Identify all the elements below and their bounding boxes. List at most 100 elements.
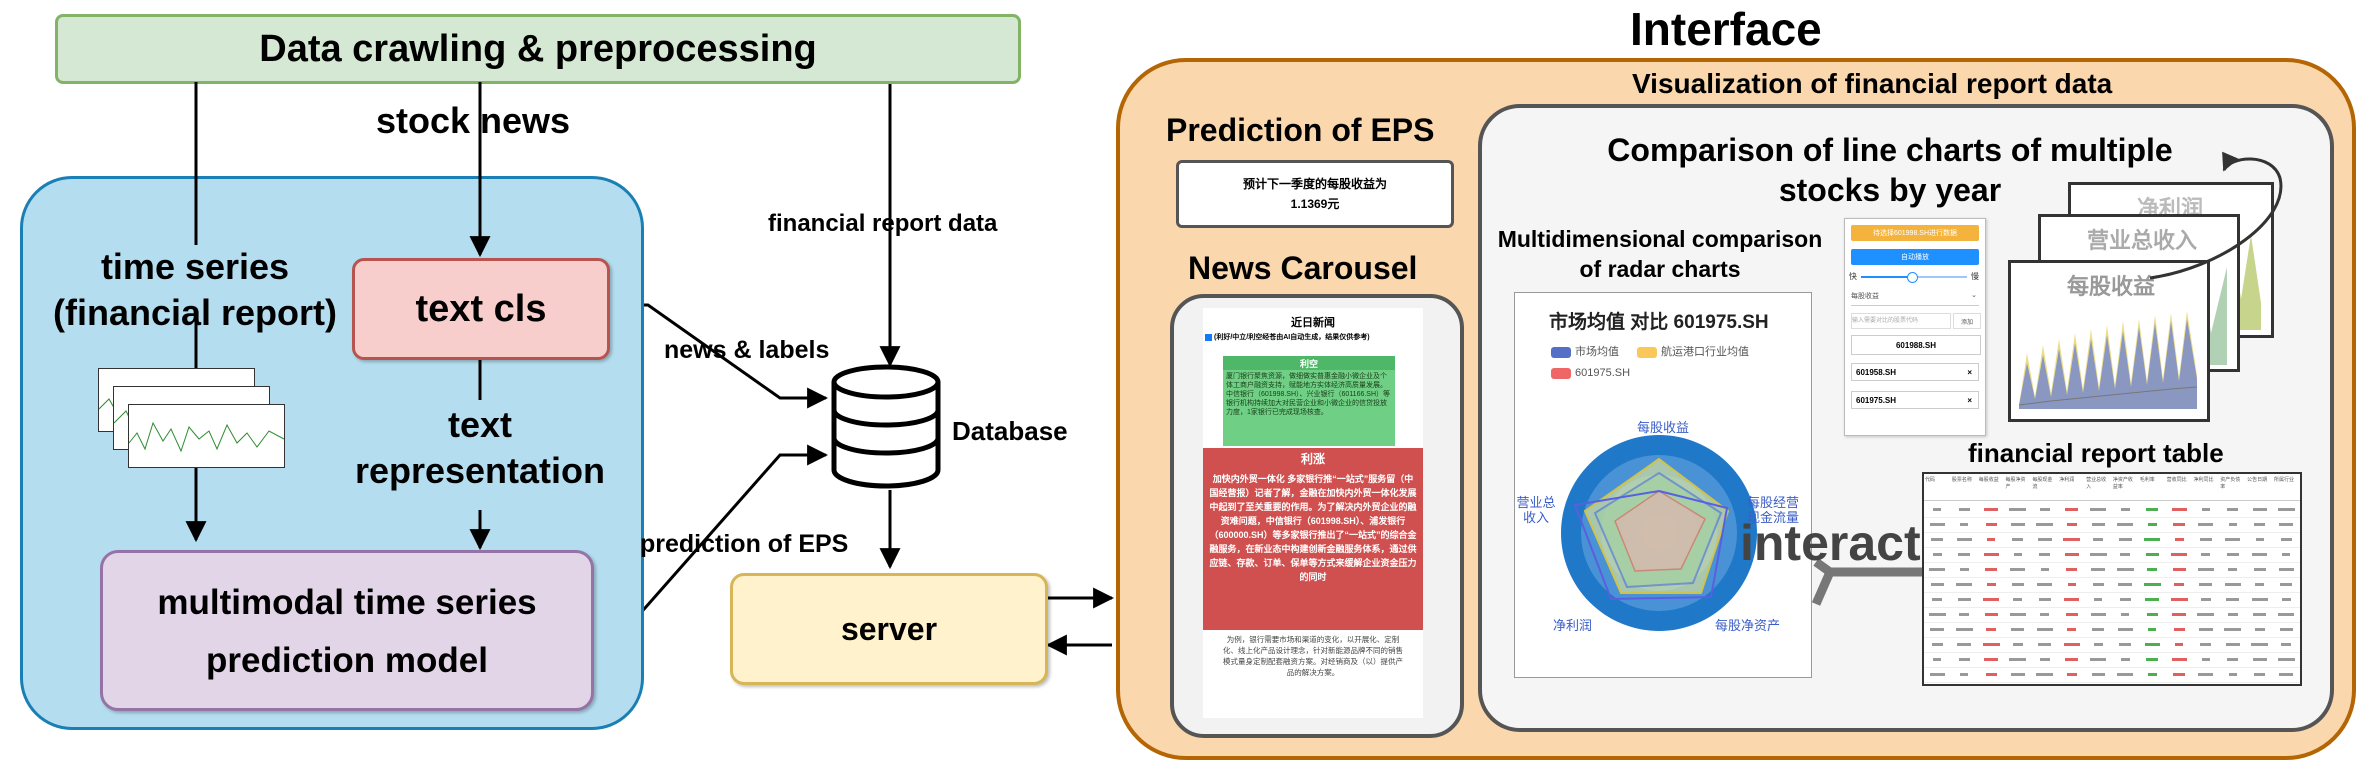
table-cell <box>2246 517 2273 532</box>
table-row[interactable] <box>1924 517 2300 533</box>
table-cell <box>2112 637 2139 652</box>
table-row[interactable] <box>1924 667 2300 683</box>
table-row[interactable] <box>1924 622 2300 638</box>
info-icon <box>1205 333 1212 341</box>
table-header-cell[interactable]: 净利同比 <box>2193 477 2214 483</box>
chart-label-revenue: 营业总收入 <box>2087 228 2198 253</box>
news-card-green[interactable]: 利空 厦门银行聚焦资源，做细做实普惠金融小微企业及个体工商户融资支持，赋能地方实… <box>1223 356 1395 446</box>
table-header-cell[interactable]: 所属行业 <box>2273 477 2294 483</box>
table-header-cell[interactable]: 每股现金流 <box>2032 477 2053 490</box>
table-cell <box>2058 532 2085 547</box>
control-top-button[interactable]: 待选择601998.SH进行数据 <box>1851 225 1979 241</box>
table-cell <box>2085 577 2112 592</box>
financial-report-data-edge-label: financial report data <box>768 210 998 237</box>
table-row[interactable] <box>1924 607 2300 623</box>
table-header-cell[interactable]: 每股净资产 <box>2005 477 2026 490</box>
auto-play-button[interactable]: 自动播放 <box>1851 249 1979 265</box>
table-cell <box>2246 547 2273 562</box>
table-cell <box>2058 592 2085 607</box>
table-cell <box>1978 607 2005 622</box>
financial-table-title: financial report table <box>1968 438 2224 468</box>
news-card-red[interactable]: 利涨 加快内外贸一体化 多家银行推“一站式”服务留（中国经营报）记者了解，金融在… <box>1203 448 1423 630</box>
table-cell <box>1978 637 2005 652</box>
table-header-cell[interactable]: 毛利率 <box>2139 477 2155 483</box>
table-cell <box>1978 547 2005 562</box>
table-cell <box>1951 517 1978 532</box>
table-header-cell[interactable]: 每股收益 <box>1978 477 1999 483</box>
table-cell <box>2058 562 2085 577</box>
news-header: 近日新闻 <box>1291 317 1335 329</box>
table-cell <box>2112 547 2139 562</box>
table-cell <box>2139 622 2166 637</box>
news-carousel-title: News Carousel <box>1188 250 1418 286</box>
table-cell <box>1978 502 2005 517</box>
remove-icon[interactable]: × <box>1967 396 1972 405</box>
table-header-cell[interactable]: 净利润 <box>2059 477 2075 483</box>
table-cell <box>2058 637 2085 652</box>
eps-prediction-card: 预计下一季度的每股收益为 1.1369元 <box>1176 160 1454 228</box>
table-cell <box>2139 652 2166 667</box>
prediction-eps-edge-label: prediction of EPS <box>640 530 849 558</box>
table-cell <box>2085 532 2112 547</box>
table-cell <box>2139 562 2166 577</box>
table-row[interactable] <box>1924 502 2300 518</box>
table-cell <box>2005 652 2032 667</box>
table-cell <box>2005 547 2032 562</box>
table-header-cell[interactable]: 股票名称 <box>1951 477 1972 483</box>
table-row[interactable] <box>1924 562 2300 578</box>
speed-slider-handle[interactable] <box>1907 272 1918 283</box>
table-header-cell[interactable]: 营收同比 <box>2166 477 2187 483</box>
table-row[interactable] <box>1924 652 2300 668</box>
table-cell <box>2166 652 2193 667</box>
table-cell <box>2192 517 2219 532</box>
table-row[interactable] <box>1924 547 2300 563</box>
add-stock-button[interactable]: 添加 <box>1953 313 1981 329</box>
radar-chart-card: 市场均值 对比 601975.SH 市场均值 航运港口行业均值 601975.S… <box>1514 292 1812 678</box>
table-cell <box>2166 577 2193 592</box>
legend-label-industry: 航运港口行业均值 <box>1661 346 1749 358</box>
table-row[interactable] <box>1924 577 2300 593</box>
table-cell <box>2273 622 2300 637</box>
table-cell <box>2273 607 2300 622</box>
text-representation-label-2: representation <box>354 450 606 491</box>
stock-code-input[interactable]: 输入需要对比的股票代码 <box>1851 313 1951 329</box>
table-cell <box>1924 502 1951 517</box>
table-cell <box>2085 562 2112 577</box>
table-cell <box>1924 577 1951 592</box>
time-series-label-1: time series <box>100 246 290 287</box>
table-cell <box>2166 637 2193 652</box>
metric-select[interactable]: 每股收益 ⌄ <box>1851 291 1979 306</box>
table-header-cell[interactable]: 净资产收益率 <box>2112 477 2133 490</box>
line-charts-title-2: stocks by year <box>1778 172 2002 208</box>
table-cell <box>2005 532 2032 547</box>
line-chart-control-panel: 待选择601998.SH进行数据 自动播放 快 慢 每股收益 ⌄ 输入需要对比的… <box>1844 218 1986 436</box>
table-header-cell[interactable]: 资产负债率 <box>2220 477 2241 490</box>
table-cell <box>2166 532 2193 547</box>
table-cell <box>2246 532 2273 547</box>
table-row[interactable] <box>1924 592 2300 608</box>
table-cell <box>2139 637 2166 652</box>
table-cell <box>2031 562 2058 577</box>
remove-icon[interactable]: × <box>1967 368 1972 377</box>
radar-indicator-cashflow: 每股经营现金流量 <box>1747 495 1800 525</box>
database-label: Database <box>952 416 1068 446</box>
table-row[interactable] <box>1924 532 2300 548</box>
table-header-cell[interactable]: 代码 <box>1925 477 1936 483</box>
radar-title-2: of radar charts <box>1579 256 1741 282</box>
table-cell <box>2273 562 2300 577</box>
news-carousel-screen: 近日新闻 (利好/中立/利空经苍由AI自动生成，结果仅供参考) 利空 厦门银行聚… <box>1203 308 1423 718</box>
table-header-cell[interactable]: 公告日期 <box>2247 477 2268 483</box>
table-cell <box>2246 592 2273 607</box>
table-cell <box>2005 637 2032 652</box>
speed-slow-label: 慢 <box>1971 272 1979 281</box>
table-cell <box>1924 547 1951 562</box>
table-cell <box>2273 667 2300 682</box>
table-row[interactable] <box>1924 637 2300 653</box>
speed-slider-fill <box>1861 276 1911 278</box>
table-cell <box>1978 667 2005 682</box>
table-header-cell[interactable]: 营业总收入 <box>2086 477 2107 490</box>
table-cell <box>2005 667 2032 682</box>
table-cell <box>2166 607 2193 622</box>
stock-news-label: stock news <box>376 100 571 141</box>
